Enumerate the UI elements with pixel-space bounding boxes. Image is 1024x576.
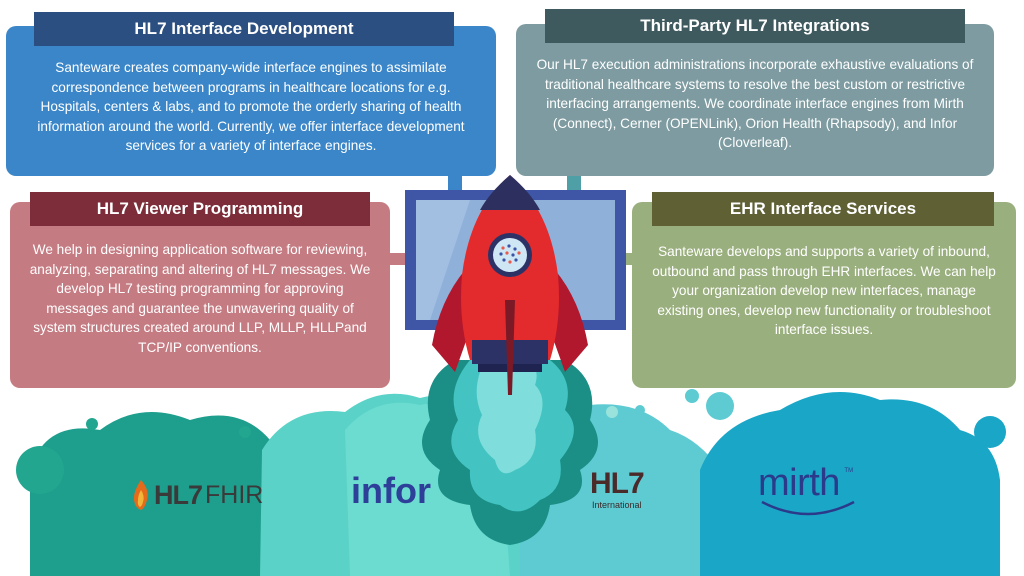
infor-logo: infor — [351, 470, 431, 511]
mirth-text: mirth — [758, 462, 840, 504]
fhir-hl7-text: HL7 — [154, 479, 203, 510]
fhir-text: FHIR — [205, 480, 264, 509]
fhir-flame-icon — [133, 480, 148, 510]
cloud-icon — [16, 389, 1006, 576]
hl7-international-sub: International — [592, 500, 642, 510]
hl7-viewer-programming-card: We help in designing application softwar… — [10, 202, 390, 388]
third-party-integrations-body: Our HL7 execution administrations incorp… — [536, 57, 974, 150]
ehr-interface-services-card: Santeware develops and supports a variet… — [632, 202, 1016, 388]
hl7-viewer-programming-body: We help in designing application softwar… — [29, 242, 371, 355]
flame-icon — [422, 360, 598, 545]
rocket-icon — [432, 175, 588, 395]
hl7-viewer-programming-title: HL7 Viewer Programming — [30, 192, 370, 226]
hl7-interface-development-body: Santeware creates company-wide interface… — [37, 60, 465, 153]
hl7-fhir-logo: HL7 FHIR — [130, 478, 300, 512]
hl7-interface-development-title: HL7 Interface Development — [34, 12, 454, 46]
hl7-international-main: HL7 — [590, 467, 645, 500]
hl7-international-logo: HL7 International — [590, 468, 660, 514]
third-party-integrations-title: Third-Party HL7 Integrations — [545, 9, 965, 43]
third-party-integrations-card: Our HL7 execution administrations incorp… — [516, 24, 994, 176]
ehr-interface-services-title: EHR Interface Services — [652, 192, 994, 226]
ehr-interface-services-body: Santeware develops and supports a variet… — [652, 244, 996, 337]
mirth-logo: mirth TM — [758, 462, 868, 522]
mirth-trademark: TM — [844, 468, 854, 474]
hl7-interface-development-card: Santeware creates company-wide interface… — [6, 26, 496, 176]
rocket-window-dots — [499, 244, 521, 264]
connector-left — [388, 253, 410, 265]
mirth-smile-icon — [761, 500, 855, 516]
